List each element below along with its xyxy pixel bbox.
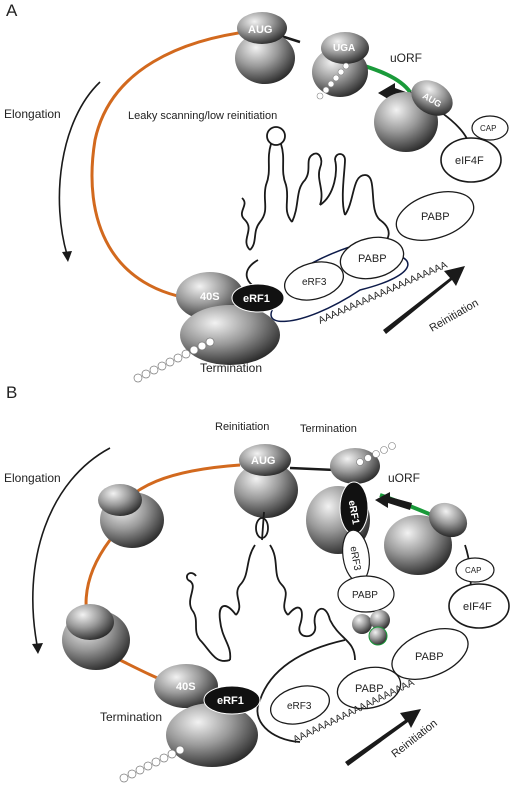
eif4f-b-circle: [448, 583, 510, 629]
erf1-a-label: eRF1: [243, 293, 270, 305]
pabp-a-1-label: PABP: [421, 211, 450, 223]
pabp-b-mid: [336, 666, 402, 710]
elongation-arrow: [58, 81, 101, 259]
uorf-label: uORF: [390, 51, 422, 65]
cap-b-label: CAP: [465, 566, 481, 575]
ribosome-aug-right-small: [411, 80, 453, 116]
small-subunit-cluster-1: [352, 614, 372, 634]
cap-label: CAP: [480, 124, 496, 133]
termination-a-label: Termination: [200, 361, 262, 375]
peptide-chain-a-top: [316, 62, 350, 100]
ribosome-b-left-1-small: [98, 484, 142, 516]
ribosome-40s-a-large: [180, 305, 280, 365]
pabp-b-top-label: PABP: [352, 590, 378, 601]
40s-a-label: 40S: [200, 291, 220, 303]
peptide-chain-b-top: [356, 442, 396, 466]
uga-label: UGA: [333, 43, 355, 54]
erf1-b-top-label: eRF1: [346, 499, 361, 525]
peptide-chain-a-bottom: [133, 337, 215, 383]
pabp-b-mid-label: PABP: [355, 683, 384, 695]
ribosome-aug-top-small: [237, 12, 287, 44]
termination-b-label: Termination: [100, 710, 162, 724]
erf1-b-bottom: [203, 685, 261, 715]
erf3-b-bottom: [270, 685, 330, 725]
reinitiation-b-label: Reinitiation: [389, 717, 439, 760]
erf1-a: [231, 283, 285, 313]
reinitiation-arrow-a: [383, 266, 465, 334]
pabp-b-right: [391, 628, 469, 680]
termination-top-label: Termination: [300, 423, 357, 435]
uorf-b-label: uORF: [388, 471, 420, 485]
erf1-b-bottom-label: eRF1: [217, 695, 244, 707]
ribosome-aug-top-large: [235, 32, 295, 84]
reinitiation-a-label: Reinitiation: [428, 297, 481, 335]
erf3-b-top-label: eRF3: [347, 545, 362, 571]
ribosome-40s-b-small: [154, 664, 218, 708]
mrna-orange-arc: [90, 28, 263, 302]
leaky-scanning-label: Leaky scanning/low reinitiation: [128, 110, 277, 122]
panel-b: B Reinitiation Termination Elongation AU…: [4, 383, 510, 783]
reinitiation-arrow-b: [345, 709, 421, 766]
elongation-arrowhead: [62, 251, 72, 262]
ribosome-b-left-2-small: [66, 604, 114, 640]
elongation-b-label: Elongation: [4, 471, 61, 485]
ribosome-b-aug-large: [234, 462, 298, 518]
small-subunit-cluster-2: [370, 610, 390, 630]
panel-b-letter: B: [6, 383, 17, 402]
uorf-b-arrow: [375, 492, 412, 510]
elongation-arrowhead-b: [32, 643, 43, 654]
ribosome-uga-small: [321, 32, 369, 64]
pabp-a-2-label: PABP: [358, 253, 387, 265]
peptide-chain-b-bottom: [119, 745, 185, 783]
aug-b-label: AUG: [251, 455, 275, 467]
erf3-a: [284, 261, 344, 301]
stem-loop-structure-a: [240, 126, 390, 291]
eif4f-label: eIF4F: [455, 155, 484, 167]
cap-b-circle: [455, 557, 495, 583]
mrna-black-b: [289, 466, 336, 472]
pabp-a-2: [339, 236, 405, 280]
small-subunit-cluster-3: [368, 626, 388, 646]
reinitiation-top-label: Reinitiation: [215, 421, 269, 433]
erf3-a-label: eRF3: [302, 277, 327, 288]
panel-a-letter: A: [6, 1, 18, 20]
cap-circle: [471, 115, 509, 141]
elongation-arrow-b: [32, 447, 111, 651]
eif4f-b-label: eIF4F: [463, 601, 492, 613]
elongation-label: Elongation: [4, 107, 61, 121]
40s-b-label: 40S: [176, 681, 196, 693]
stem-loop-structure-b: [186, 511, 356, 662]
eif4f-circle: [440, 137, 502, 183]
panel-a: A Elongation AUG UGA uORF AUG Leaky scan…: [4, 1, 509, 383]
pabp-b-top: [337, 575, 395, 613]
ribosome-b-right-small: [428, 502, 468, 538]
erf3-b-bottom-label: eRF3: [287, 701, 312, 712]
pabp-a-1: [395, 191, 475, 241]
pabp-b-right-label: PABP: [415, 651, 444, 663]
ribosome-b-aug-small: [239, 444, 291, 476]
ribosome-40s-b-large: [166, 703, 258, 767]
aug-top-label: AUG: [248, 24, 272, 36]
